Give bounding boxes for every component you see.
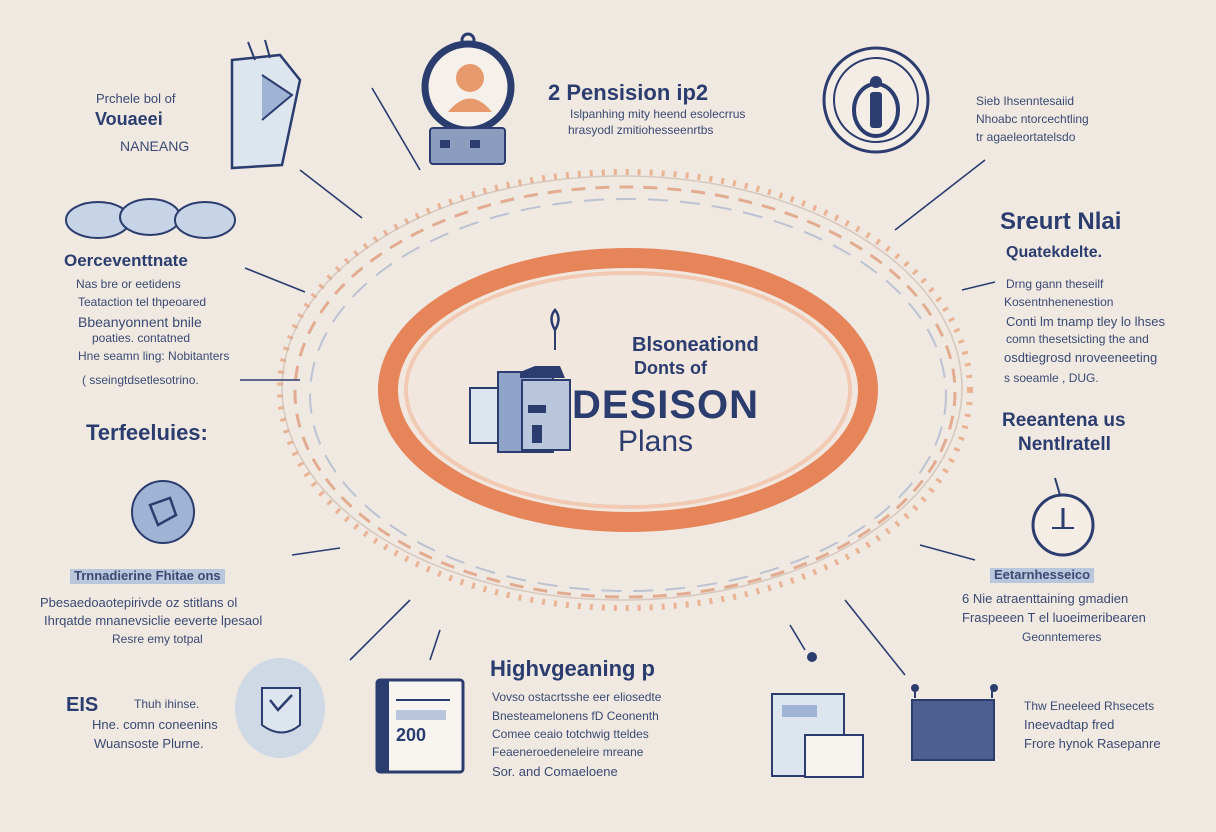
- clock-icon: [1031, 477, 1095, 557]
- right-mid-title: Sreurt Nlai: [1000, 208, 1122, 235]
- right-lower-line3: Geonntemeres: [1022, 630, 1102, 644]
- connector-lines: [240, 87, 996, 676]
- left-mid-line6: ( sseingtdsetlesotrino.: [82, 373, 199, 387]
- left-lower-line3: Resre emy totpal: [112, 632, 203, 646]
- bottom-right-line1: Thw Eneeleed Rhsecets: [1024, 699, 1155, 713]
- right-mid-line6: s soeamle , DUG.: [1004, 371, 1099, 385]
- document-icon: [375, 678, 465, 774]
- folder-icon: [911, 684, 998, 761]
- right-heading-line1: Reeantena us: [1002, 410, 1126, 431]
- bottom-center-line3: Comee ceaio totchwig tteldes: [492, 727, 649, 741]
- center-title-line3: DESISON: [572, 383, 760, 427]
- top-left-line2: Vouaeei: [95, 109, 163, 129]
- bottom-right-line3: Frore hynok Rasepanre: [1024, 736, 1161, 751]
- left-mid-line2: Teataction tel thpeoared: [78, 295, 207, 309]
- top-right-line1: Sieb Ihsenntesaiid: [976, 94, 1075, 108]
- bottom-center-title: Highvgeaning p: [490, 656, 655, 681]
- center-title-line4: Plans: [618, 425, 694, 458]
- bottom-center-line5: Sor. and Comaeloene: [492, 764, 618, 779]
- bottom-center-line4: Feaeneroedeneleire mreane: [492, 745, 644, 759]
- left-lower-line2: Ihrqatde mnanevsiclie eeverte lpesaol: [44, 613, 263, 628]
- right-mid-line5: osdtiegrosd nroveeneeting: [1004, 350, 1158, 365]
- bottom-center-line2: Bnesteamelonens fD Ceonenth: [492, 709, 659, 723]
- outer-ring: [277, 169, 973, 611]
- bottom-left-line3: Wuansoste Plurne.: [94, 736, 204, 751]
- right-lower-label: Eetarnhesseico: [990, 567, 1095, 583]
- right-lower-line1: 6 Nie atraenttaining gmadien: [962, 591, 1129, 606]
- right-mid-line2: Kosentnhenenestion: [1004, 295, 1114, 309]
- monitor-icon: [771, 652, 864, 778]
- left-mid-line3: Bbeanyonnent bnile: [78, 314, 202, 330]
- bottom-left-line1: Thuh ihinse.: [134, 697, 200, 711]
- top-right-line2: Nhoabc ntorcechtling: [976, 112, 1089, 126]
- bottom-right-line2: Ineevadtap fred: [1024, 717, 1115, 732]
- left-heading: Terfeeluies:: [86, 420, 208, 445]
- top-left-line1: Prchele bol of: [96, 91, 176, 106]
- top-left-line3: NANEANG: [120, 138, 190, 154]
- left-mid-line5: Hne seamn ling: Nobitanters: [78, 349, 230, 363]
- center-title-line2: Donts of: [634, 358, 707, 378]
- binder-icon: [230, 39, 302, 170]
- document-number: 200: [396, 725, 427, 745]
- right-lower-line2: Fraspeeen T el luoeimeribearen: [962, 610, 1146, 625]
- center-ring: [378, 248, 878, 532]
- bottom-left-big: EIS: [66, 694, 99, 716]
- shield-icon: [235, 658, 325, 758]
- left-mid-title: Oerceventtnate: [64, 251, 188, 270]
- bottom-left-line2: Hne. comn coneenins: [92, 717, 218, 732]
- left-lower-line1: Pbesaedoaotepirivde oz stitlans ol: [40, 595, 238, 610]
- building-icon: [469, 308, 571, 453]
- clouds-icon: [65, 198, 236, 239]
- right-mid-subtitle: Quatekdelte.: [1006, 244, 1103, 261]
- info-circle-icon: [822, 46, 930, 154]
- left-mid-line1: Nas bre or eetidens: [76, 277, 181, 291]
- right-mid-line1: Drng gann theseilf: [1006, 277, 1104, 291]
- brain-badge-icon: [131, 480, 195, 544]
- right-heading-line2: Nentlratell: [1018, 434, 1111, 455]
- center-title-line1: Blsoneationd: [632, 334, 759, 356]
- top-center-title: 2 Pensision ip2: [548, 80, 709, 105]
- top-right-line3: tr agaeleortatelsdo: [976, 130, 1076, 144]
- top-center-line1: Islpanhing mity heend esolecrrus: [570, 107, 746, 121]
- person-lock-icon: [421, 32, 515, 165]
- bottom-center-line1: Vovso ostacrtsshe eer eliosedte: [492, 690, 662, 704]
- left-lower-label: Trnnadierine Fhitae ons: [70, 568, 225, 584]
- right-mid-line3: Conti lm tnamp tley lo lhses: [1006, 314, 1165, 329]
- left-mid-line4: poaties. contatned: [92, 331, 191, 345]
- right-mid-line4: comn thesetsicting the and: [1006, 332, 1149, 346]
- top-center-line2: hrasyodl zmitiohesseenrtbs: [568, 123, 714, 137]
